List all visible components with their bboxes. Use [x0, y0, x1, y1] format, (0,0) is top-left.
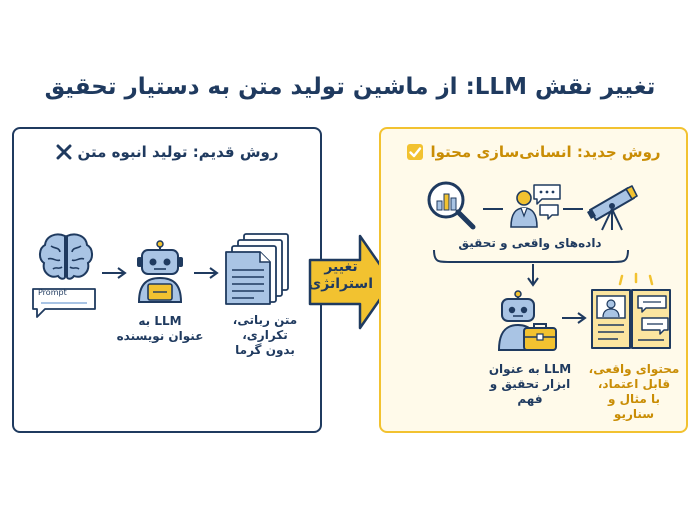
old-method-title: روش قدیم: تولید انبوه متن [77, 143, 279, 161]
expert-person-icon [510, 184, 561, 228]
old-method-heading: روش قدیم: تولید انبوه متن [14, 143, 320, 161]
prompt-label: Prompt [38, 288, 67, 297]
assistant-caption: LLM به عنوان ابزار تحقیق و فهم [488, 362, 572, 406]
flow-arrow [102, 267, 127, 279]
strategy-change-label: تغییر استراتژی [308, 259, 373, 292]
prompt-bubble-icon [32, 288, 96, 318]
magnifier-chart-icon [427, 181, 476, 230]
down-arrow [527, 264, 539, 287]
connector-line [563, 208, 583, 210]
robot-researcher-icon [497, 290, 557, 351]
strategy-change-arrow [308, 234, 394, 330]
flow-arrow [194, 267, 219, 279]
writer-caption: LLM به عنوان نویسنده [116, 314, 204, 343]
telescope-icon [587, 185, 638, 231]
trusted-content-icon [591, 272, 671, 349]
grouping-bracket [433, 249, 629, 263]
old-output-caption: متن رباتی، تکراری، بدون گرما [232, 313, 298, 357]
data-research-label: داده‌های واقعی و تحقیق [440, 236, 620, 251]
checkmark-icon [407, 144, 424, 160]
stacked-documents-icon [225, 233, 289, 305]
connector-line [483, 208, 503, 210]
page-title: تغییر نقش LLM: از ماشین تولید متن به دست… [44, 74, 656, 100]
robot-writer-icon [137, 240, 183, 303]
new-output-caption: محتوای واقعی، قابل اعتماد، با مثال و سنا… [588, 362, 680, 421]
new-method-title: روش جدید: انسانی‌سازی محتوا [430, 143, 661, 161]
brain-icon [39, 233, 93, 280]
new-method-heading: روش جدید: انسانی‌سازی محتوا [381, 143, 686, 161]
flow-arrow [562, 312, 587, 324]
cross-icon [56, 144, 72, 160]
